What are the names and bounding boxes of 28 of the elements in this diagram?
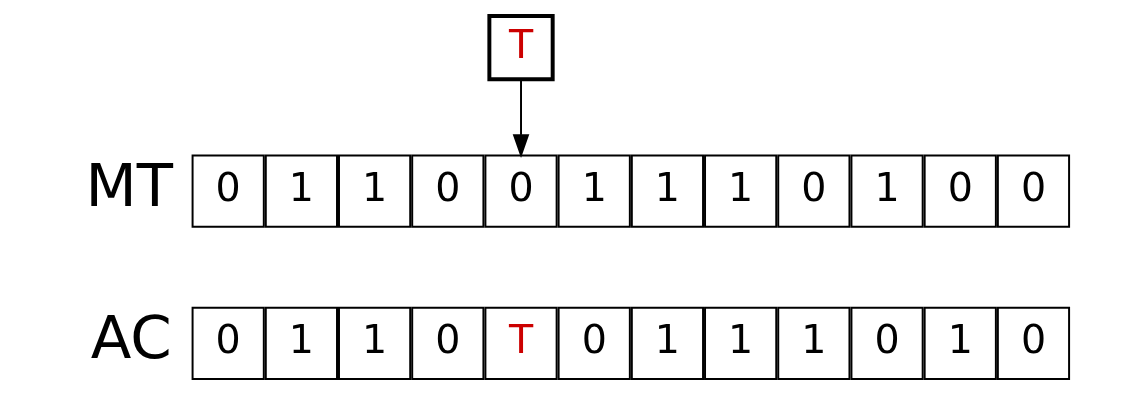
label: AC xyxy=(90,303,172,373)
node-box: 0 xyxy=(996,306,1071,381)
node-box: T xyxy=(484,306,558,381)
node-box: 1 xyxy=(264,154,338,228)
node-box: 1 xyxy=(923,306,997,381)
node-box: 1 xyxy=(338,154,412,228)
node-box: 0 xyxy=(557,306,631,381)
node-box: 1 xyxy=(777,306,851,381)
node-box: 0 xyxy=(850,306,924,381)
node-box: 1 xyxy=(630,154,705,228)
node-box: 0 xyxy=(484,154,558,228)
node-box: 1 xyxy=(338,306,412,381)
node-box: 1 xyxy=(630,306,705,381)
node-box: 0 xyxy=(777,154,851,228)
node-box: 0 xyxy=(923,154,997,228)
node-box: T xyxy=(487,14,555,82)
node-box: 1 xyxy=(850,154,924,228)
label: MT xyxy=(85,150,173,220)
node-box: 0 xyxy=(191,306,265,381)
node-box: 1 xyxy=(557,154,631,228)
node-box: 0 xyxy=(411,154,485,228)
node-box: 1 xyxy=(704,306,778,381)
node-box: 1 xyxy=(704,154,778,228)
node-box: 1 xyxy=(264,306,338,381)
node-box: 0 xyxy=(191,154,265,228)
node-box: 0 xyxy=(411,306,485,381)
node-box: 0 xyxy=(996,154,1071,228)
arrow xyxy=(512,78,530,158)
